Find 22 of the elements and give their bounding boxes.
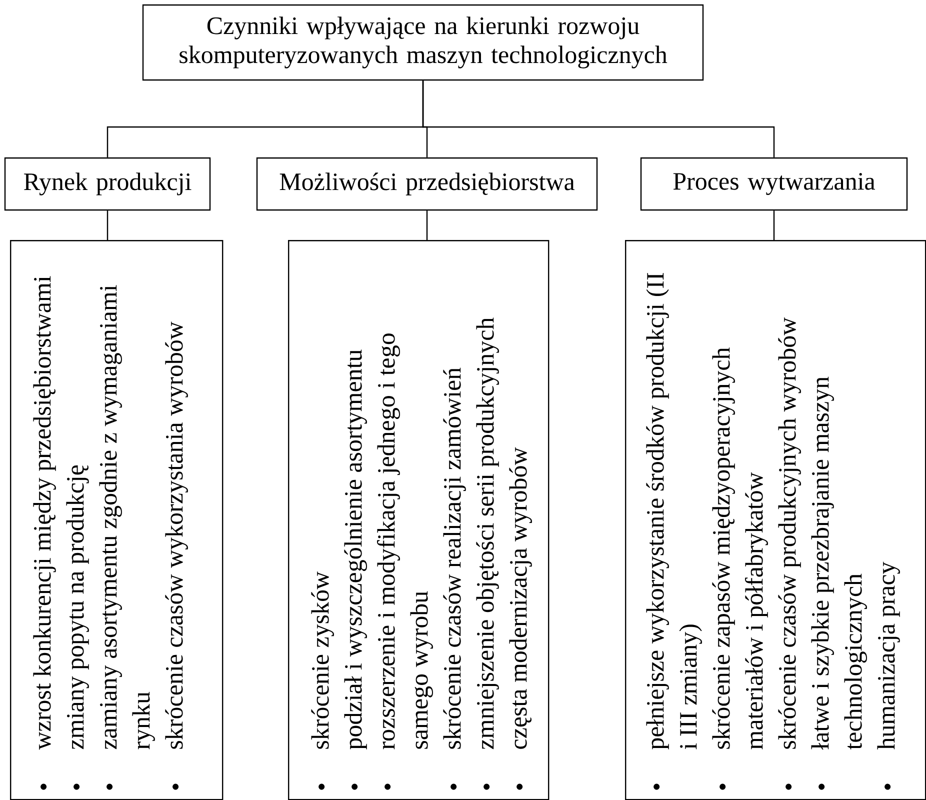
list-item: pełniejsze wykorzystanie środków produkcji (II i III zmiany)	[646, 273, 702, 790]
list-item: łatwe i szybkie przezbrajanie maszyn technologicznych	[811, 376, 867, 790]
list-item: skrócenie zysków	[311, 572, 334, 790]
list-item: skrócenie czasów realizacji zamówień	[443, 368, 466, 790]
list-item: zmniejszenie objętości serii produkcyjnych	[476, 318, 499, 790]
category-box: Rynek produkcji	[4, 157, 211, 211]
list-item: humanizacja pracy	[877, 562, 900, 790]
list-item: podział i wyszczególnienie asortymentu	[344, 350, 367, 790]
category-box: Proces wytwarzania	[640, 157, 908, 211]
list-item: rozszerzenie i modyfikacja jednego i tego samego wyrobu	[377, 334, 433, 790]
category-box: Możliwości przedsiębiorstwa	[256, 157, 598, 211]
list-item: zmiany popytu na produkcję	[66, 465, 89, 790]
connector-line	[106, 210, 108, 240]
title-box: Czynniki wpływające na kierunki rozwoju skomputeryzowanych maszyn technologicznych	[142, 4, 704, 81]
list-item: zamiany asortymentu zgodnie z wymaganiami rynku	[99, 285, 155, 790]
connector-line	[426, 210, 428, 240]
list-item: skrócenie czasów produkcyjnych wyrobów	[778, 317, 801, 790]
list-item: częsta modernizacja wyrobów	[509, 447, 532, 790]
list-item: wzrost konkurencji między przedsiębiorstwami	[33, 276, 56, 790]
connector-line	[773, 210, 775, 240]
list-item: skrócenie czasów wykorzystania wyrobów	[165, 322, 188, 790]
tree-connector	[422, 80, 775, 158]
